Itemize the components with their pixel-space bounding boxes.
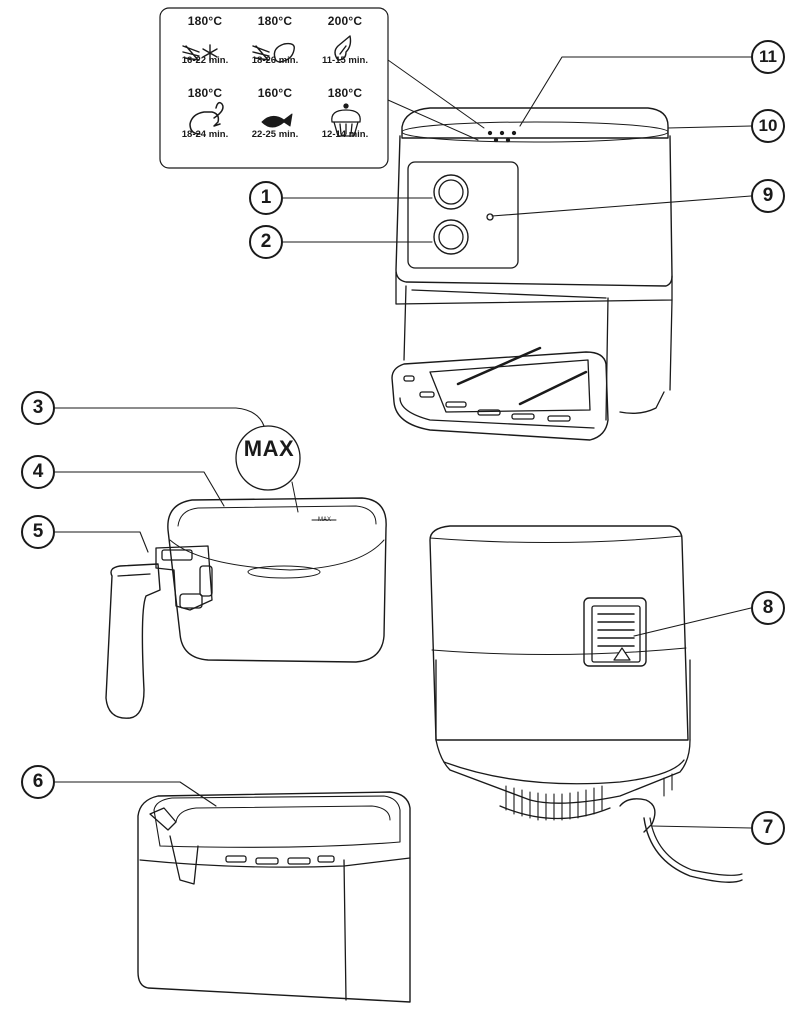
drumstick-meat-icon (334, 35, 352, 61)
callout-2: 2 (249, 225, 283, 259)
guide-time: 18-26 min. (251, 55, 299, 66)
max-zoom-bubble (235, 425, 301, 491)
max-zoom-label: MAX (243, 436, 295, 461)
callout-8: 8 (751, 591, 785, 625)
callout-9: 9 (751, 179, 785, 213)
cooking-guide-panel (159, 7, 389, 169)
callout-1: 1 (249, 181, 283, 215)
leader-lines (52, 56, 752, 829)
guide-temperature: 180°C (327, 86, 363, 100)
guide-cell-5: 160°C 22-25 min. (240, 86, 310, 140)
callout-3: 3 (21, 391, 55, 425)
guide-temperature: 200°C (327, 14, 363, 28)
max-fill-mark: MAX (318, 517, 332, 523)
fries-potato-icon (252, 42, 295, 63)
guide-cell-2: 180°C 18-26 min. (240, 14, 310, 66)
guide-temperature: 180°C (187, 14, 223, 28)
max-zoom-pointer (291, 481, 299, 513)
callout-7: 7 (751, 811, 785, 845)
guide-cell-1: 180°C 16-22 min. (170, 14, 240, 66)
muffin-icon (331, 103, 361, 137)
callout-5: 5 (21, 515, 55, 549)
guide-time: 18-24 min. (181, 129, 229, 140)
fries-frozen-icon (182, 44, 218, 62)
guide-cell-4: 180°C 18-24 min. (170, 86, 240, 140)
callout-4: 4 (21, 455, 55, 489)
guide-time: 22-25 min. (251, 129, 299, 140)
callout-10: 10 (751, 109, 785, 143)
guide-temperature: 180°C (187, 86, 223, 100)
guide-time: 16-22 min. (181, 55, 229, 66)
guide-cell-6: 180°C 12-14 min. (310, 86, 380, 140)
guide-temperature: 180°C (257, 14, 293, 28)
fish-icon (261, 113, 293, 128)
guide-cell-3: 200°C 11-15 min. (310, 14, 380, 66)
zoom-line-bottom (387, 99, 479, 141)
callout-6: 6 (21, 765, 55, 799)
zoom-line-top (387, 59, 485, 129)
air-fryer-main-unit (391, 107, 673, 441)
chicken-leg-icon (189, 101, 224, 135)
basket-with-handle (105, 497, 387, 719)
guide-time: 12-14 min. (321, 129, 369, 140)
air-fryer-rear-view (429, 525, 743, 883)
callout-11: 11 (751, 40, 785, 74)
air-fryer-drawer (137, 791, 411, 1003)
guide-time: 11-15 min. (322, 55, 368, 66)
guide-temperature: 160°C (257, 86, 293, 100)
